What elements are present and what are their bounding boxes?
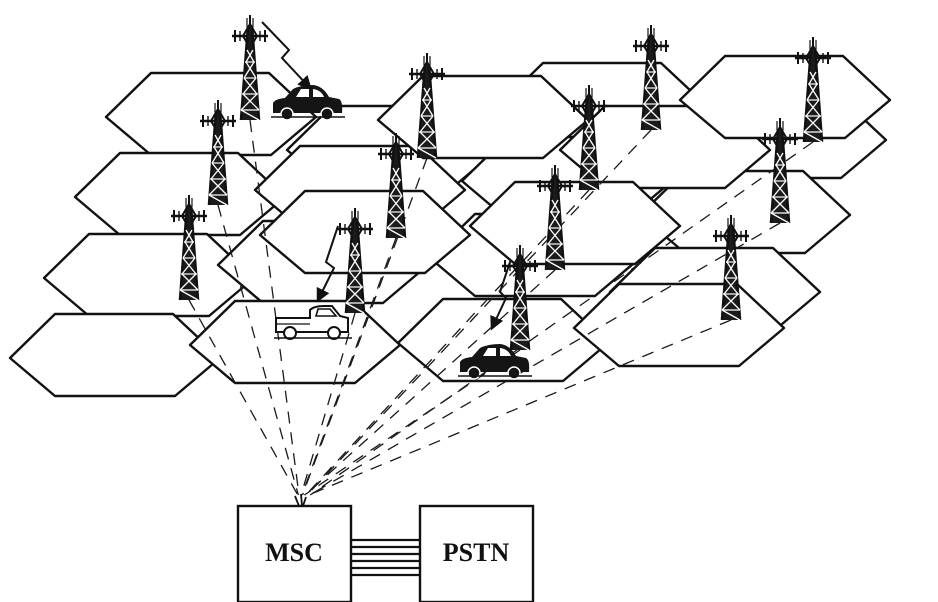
backhaul-link	[308, 319, 732, 496]
trunk-lines	[351, 538, 420, 577]
msc-label: MSC	[265, 538, 323, 567]
backhaul-link	[300, 312, 356, 496]
backhaul-links	[188, 119, 814, 496]
cell-grid	[8, 54, 892, 398]
radio-bolt-icon	[490, 261, 511, 331]
radio-links	[261, 21, 511, 331]
pstn-label: PSTN	[443, 538, 510, 567]
backhaul-link	[217, 204, 299, 496]
backhaul-link	[304, 269, 556, 496]
pstn-box	[418, 504, 535, 602]
cell-hexagon	[678, 54, 892, 140]
backhaul-link	[188, 299, 299, 496]
radio-bolt-icon	[261, 21, 312, 91]
backhaul-link	[301, 237, 397, 496]
cell-hexagon	[8, 312, 222, 398]
msc-antenna-icon	[294, 493, 307, 507]
backhaul-link	[309, 222, 781, 496]
cell-hexagon	[73, 151, 287, 237]
cell-hexagon	[42, 232, 256, 318]
cell-hexagon	[188, 299, 402, 385]
backhaul-link	[309, 141, 814, 496]
backhaul-link	[249, 119, 300, 496]
radio-bolt-icon	[316, 225, 339, 303]
backhaul-link	[305, 189, 590, 496]
msc-box	[236, 504, 353, 602]
backhaul-link	[301, 157, 428, 496]
backhaul-link	[304, 349, 521, 496]
